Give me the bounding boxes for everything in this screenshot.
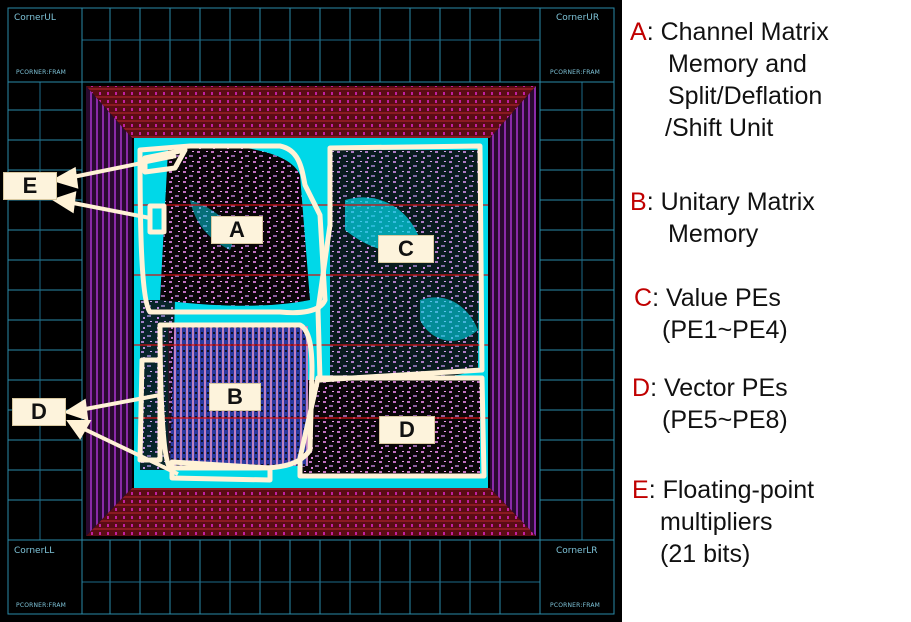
corner-lr-label: CornerLR xyxy=(556,546,598,556)
corner-ll-sub: PCORNER:FRAM xyxy=(16,602,67,609)
block-a-outline xyxy=(137,143,328,316)
block-c-label: C xyxy=(378,235,434,263)
chip-layout-drawing xyxy=(7,7,615,615)
block-d2-outline xyxy=(137,357,163,463)
legend-e-line-1: multipliers xyxy=(660,508,773,536)
legend-a-line-1: Memory and xyxy=(668,50,807,78)
ring-right xyxy=(490,86,536,536)
legend-a-line-3: /Shift Unit xyxy=(665,114,774,142)
legend-text-a: : Channel Matrix xyxy=(646,18,829,46)
legend-text-b: : Unitary Matrix xyxy=(646,188,815,216)
block-d-outline xyxy=(297,375,487,479)
block-d-label: D xyxy=(379,416,435,444)
legend-letter-e: E xyxy=(632,476,649,504)
block-outlines xyxy=(137,143,487,483)
legend-a-line-2: Split/Deflation xyxy=(668,82,823,110)
legend-text-d: : Vector PEs xyxy=(650,374,788,402)
legend-entry-d: D: Vector PEs (PE5~PE8) xyxy=(632,372,788,436)
ring-top xyxy=(86,86,536,138)
legend-letter-b: B xyxy=(630,188,647,216)
corner-lr-sub: PCORNER:FRAM xyxy=(550,602,601,609)
ring-left xyxy=(86,86,132,536)
legend-text-c: : Value PEs xyxy=(652,284,781,312)
callout-d-label: D xyxy=(12,398,66,426)
legend-entry-a: A: Channel Matrix Memory and Split/Defla… xyxy=(630,16,829,144)
legend-entry-b: B: Unitary Matrix Memory xyxy=(630,186,815,250)
block-e2-outline xyxy=(147,203,167,235)
legend-text-e: : Floating-point xyxy=(648,476,815,504)
legend-e-line-2: (21 bits) xyxy=(660,540,751,568)
block-e1-outline xyxy=(142,147,188,175)
legend-d-line-1: (PE5~PE8) xyxy=(662,406,788,434)
corner-ur-sub: PCORNER:FRAM xyxy=(550,69,601,76)
corner-ul-sub: PCORNER:FRAM xyxy=(16,69,67,76)
ring-bottom xyxy=(86,488,536,536)
corner-cells xyxy=(7,7,615,615)
legend-letter-c: C xyxy=(634,284,653,312)
callout-e-label: E xyxy=(3,172,57,200)
legend-letter-d: D xyxy=(632,374,651,402)
legend-c-line-1: (PE1~PE4) xyxy=(662,316,788,344)
legend-entry-c: C: Value PEs (PE1~PE4) xyxy=(634,282,788,346)
pad-cells xyxy=(7,7,615,615)
legend-entry-e: E: Floating-point multipliers (21 bits) xyxy=(632,474,814,570)
legend-letter-a: A xyxy=(630,18,647,46)
corner-ur-label: CornerUR xyxy=(556,13,600,23)
chip-layout: CornerUL CornerUR CornerLL CornerLR PCOR… xyxy=(0,0,622,622)
block-b-label: B xyxy=(209,383,261,411)
legend-b-line-1: Memory xyxy=(668,220,759,248)
block-a-label: A xyxy=(211,216,263,244)
callout-arrows xyxy=(50,154,179,476)
corner-ll-label: CornerLL xyxy=(14,546,55,556)
corner-ul-label: CornerUL xyxy=(14,13,56,23)
